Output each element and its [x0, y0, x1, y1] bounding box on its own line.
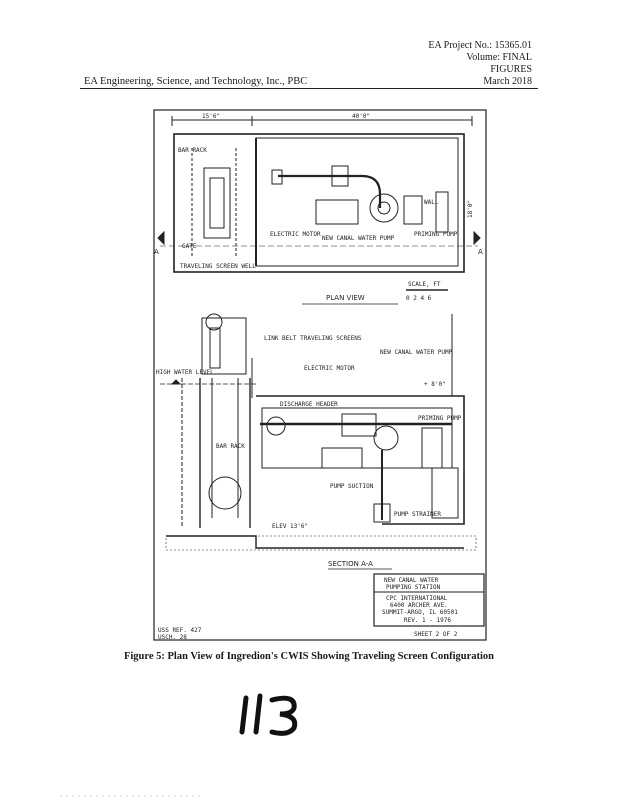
handwritten-page-number	[239, 693, 298, 736]
dimension-top: 40'0"	[352, 113, 370, 120]
label-motor-section: ELECTRIC MOTOR	[304, 365, 355, 372]
section-title: SECTION A-A	[328, 560, 373, 568]
title-line-4: 6400 ARCHER AVE.	[390, 602, 448, 609]
pump-pit-wall	[256, 395, 465, 525]
label-discharge-header: DISCHARGE HEADER	[280, 401, 338, 408]
label-bar-rack-plan: BAR RACK	[178, 147, 207, 154]
scale-ticks: 0 2 4 6	[406, 295, 432, 302]
label-electric-motor-plan: ELECTRIC MOTOR	[270, 231, 321, 238]
label-wall: WALL	[424, 199, 439, 206]
section-view: LINK BELT TRAVELING SCREENS NEW CANAL WA…	[156, 313, 477, 570]
label-priming-pump-plan: PRIMING PUMP	[414, 231, 458, 238]
plan-outer-wall	[173, 133, 465, 273]
title-line-5: SUMMIT-ARGO, IL 60501	[382, 609, 458, 616]
reference-2: USCH. 28	[158, 634, 187, 641]
screen-drive-housing	[201, 317, 247, 375]
screen-lower-sprocket	[208, 476, 242, 510]
dimension-left: 15'6"	[202, 113, 220, 120]
page-footer-scan-marks	[60, 795, 200, 797]
suction-pipe	[278, 174, 382, 208]
plan-view-title: PLAN VIEW	[326, 294, 365, 302]
section-marker-left: A	[154, 248, 159, 256]
dimension-right: 18'0"	[467, 200, 474, 218]
scale-label: SCALE, FT	[408, 281, 441, 288]
company-name: EA Engineering, Science, and Technology,…	[84, 76, 308, 87]
label-pump-section: NEW CANAL WATER PUMP	[380, 349, 453, 356]
title-line-1: NEW CANAL WATER	[384, 577, 439, 584]
label-high-water: HIGH WATER LEVEL	[156, 369, 214, 376]
plan-view: 15'6" 40'0" A A 18'0" BAR RACK GATE TRAV…	[154, 113, 483, 305]
pump-plan	[369, 193, 399, 223]
label-pump-suction: PUMP SUCTION	[330, 483, 374, 490]
electric-motor-plan	[315, 199, 359, 225]
engineering-drawing: 15'6" 40'0" A A 18'0" BAR RACK GATE TRAV…	[152, 108, 488, 642]
traveling-screen	[203, 167, 231, 239]
reference-1: USS REF. 427	[158, 627, 202, 634]
label-bar-rack-section: BAR RACK	[216, 443, 245, 450]
title-line-6: REV. 1 - 1976	[404, 617, 451, 624]
pump-section	[373, 425, 399, 451]
label-elev-top: + 8'0"	[424, 381, 446, 388]
label-belt-screens: LINK BELT TRAVELING SCREENS	[264, 335, 362, 342]
title-block: NEW CANAL WATER PUMPING STATION CPC INTE…	[158, 573, 485, 641]
title-line-2: PUMPING STATION	[386, 584, 441, 591]
volume-label: Volume: FINAL	[466, 52, 532, 63]
title-line-3: CPC INTERNATIONAL	[386, 595, 448, 602]
label-pump-plan: NEW CANAL WATER PUMP	[322, 235, 395, 242]
priming-pump-plan	[435, 191, 449, 233]
section-label: FIGURES	[490, 64, 532, 75]
header-divider	[80, 88, 538, 89]
document-date: March 2018	[483, 76, 532, 87]
label-priming-pump-section: PRIMING PUMP	[418, 415, 462, 422]
drawing-svg: 15'6" 40'0" A A 18'0" BAR RACK GATE TRAV…	[153, 109, 487, 641]
label-gate: GATE	[182, 243, 197, 250]
pump-strainer	[373, 503, 391, 523]
sheet-number: SHEET 2 OF 2	[414, 631, 458, 638]
discharge-header	[266, 416, 286, 436]
figure-caption: Figure 5: Plan View of Ingredion's CWIS …	[123, 651, 495, 662]
section-marker-right: A	[478, 248, 483, 256]
electric-motor-section	[341, 413, 377, 437]
label-elev-bottom: ELEV 13'6"	[272, 523, 308, 530]
project-number: EA Project No.: 15365.01	[428, 40, 532, 51]
label-pump-strainer: PUMP STRAINER	[394, 511, 441, 518]
drawing-border	[153, 109, 487, 641]
document-header-right: EA Project No.: 15365.01 Volume: FINAL F…	[428, 40, 532, 88]
priming-pump-section	[421, 427, 443, 469]
valve	[331, 165, 349, 187]
label-screen-well: TRAVELING SCREEN WELL	[180, 263, 256, 270]
